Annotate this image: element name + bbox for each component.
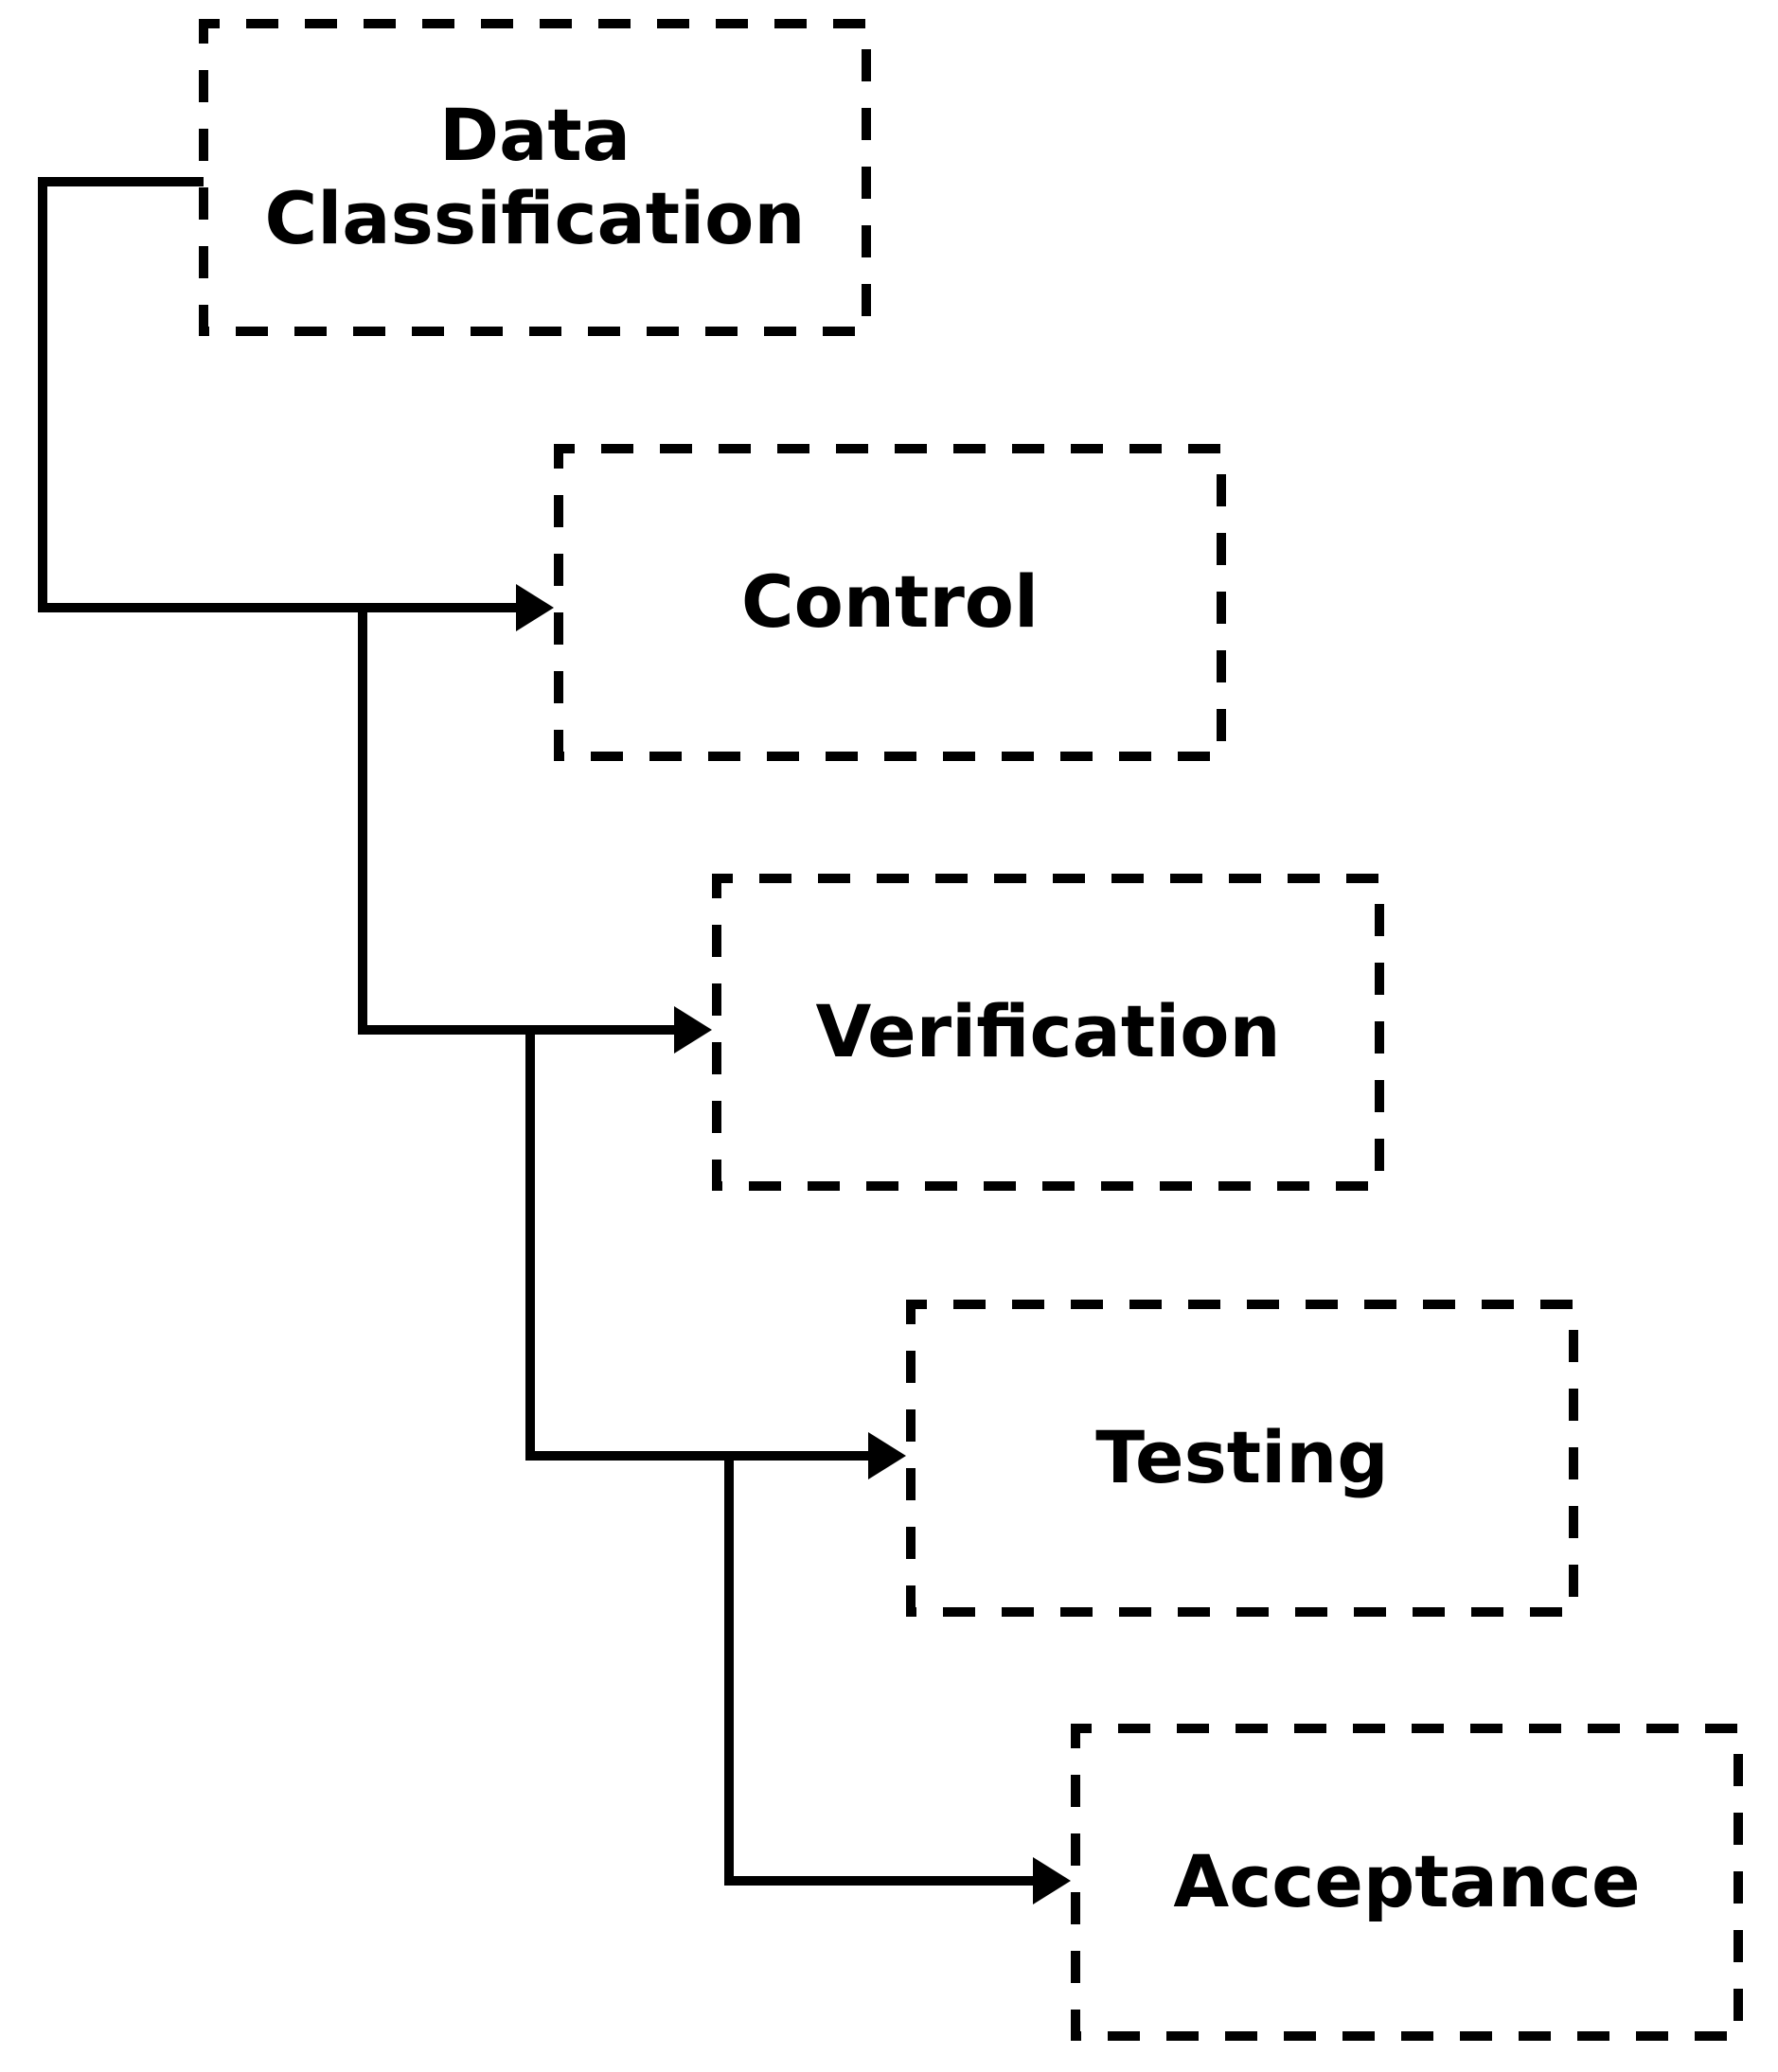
node-control: Control — [554, 444, 1226, 761]
node-box — [199, 19, 871, 336]
connector-to-verification — [358, 608, 712, 1054]
node-label: Acceptance — [1173, 1839, 1640, 1923]
connector-to-control — [38, 177, 554, 631]
node-label: Classification — [264, 176, 805, 260]
node-label: Data — [439, 93, 631, 177]
node-label: Testing — [1095, 1415, 1388, 1499]
node-box — [712, 874, 1384, 1191]
node-label: Verification — [815, 989, 1280, 1073]
node-acceptance: Acceptance — [1071, 1724, 1743, 2041]
node-box — [554, 444, 1226, 761]
node-verification: Verification — [712, 874, 1384, 1191]
node-testing: Testing — [906, 1300, 1578, 1617]
node-data-classification: Data Classification — [199, 19, 871, 336]
connectors — [38, 177, 1071, 1904]
node-box — [906, 1300, 1578, 1617]
connector-to-testing — [525, 1030, 906, 1479]
connector-to-acceptance — [724, 1456, 1071, 1904]
node-label: Control — [741, 559, 1039, 644]
node-box — [1071, 1724, 1743, 2041]
